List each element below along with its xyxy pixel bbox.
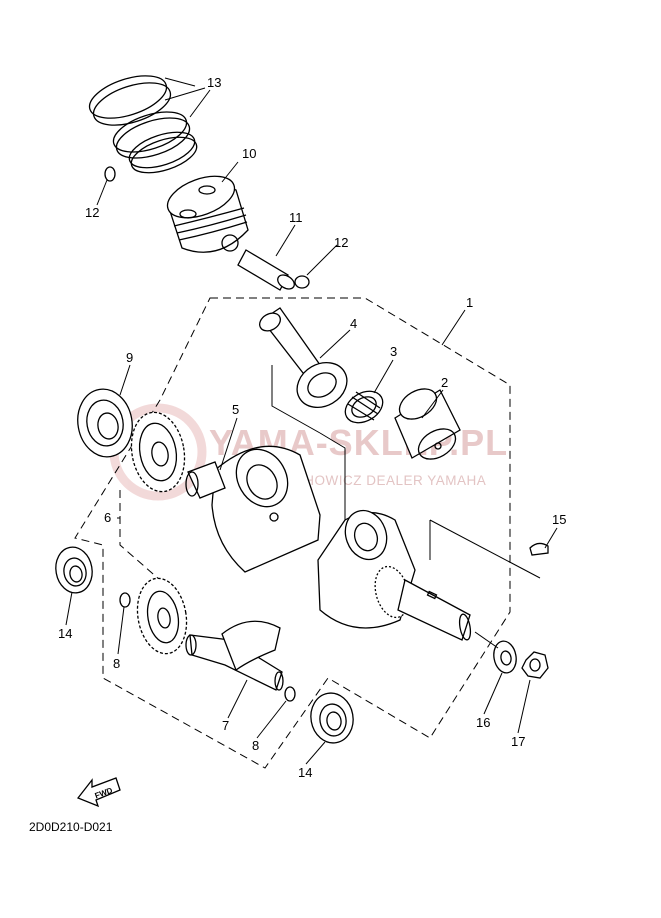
assembly-boundary-6 — [119, 490, 161, 581]
callout-4: 4 — [350, 316, 357, 331]
callout-6: 6 — [104, 510, 111, 525]
primary-drive-gear — [130, 411, 186, 493]
balancer-bearing — [310, 692, 354, 744]
leader-lines — [65, 77, 558, 765]
callout-14-left: 14 — [58, 626, 72, 641]
callout-12-right: 12 — [334, 235, 348, 250]
diagram-code: 2D0D210-D021 — [29, 820, 113, 834]
piston-pin-clip-left — [104, 166, 116, 182]
callout-2: 2 — [441, 375, 448, 390]
callout-13: 13 — [207, 75, 221, 90]
callout-14-right: 14 — [298, 765, 312, 780]
piston — [166, 175, 249, 253]
crank-bearing-upper — [77, 388, 133, 458]
crankshaft-left-half — [185, 445, 321, 573]
balancer-shaft — [185, 620, 284, 691]
fwd-arrow-icon: FWD — [76, 777, 121, 808]
callout-8-right: 8 — [252, 738, 259, 753]
crankshaft-right-half — [317, 509, 472, 641]
callout-7: 7 — [222, 718, 229, 733]
connecting-rod — [259, 307, 348, 409]
callout-5: 5 — [232, 402, 239, 417]
plain-washer — [493, 640, 517, 674]
flange-nut — [521, 651, 549, 679]
callout-17: 17 — [511, 734, 525, 749]
callout-15: 15 — [552, 512, 566, 527]
callout-9: 9 — [126, 350, 133, 365]
callout-1: 1 — [466, 295, 473, 310]
woodruff-key — [529, 542, 549, 556]
piston-pin — [237, 249, 295, 291]
callout-labels: 13 10 12 11 12 1 4 3 2 9 5 6 15 14 8 7 8… — [58, 75, 566, 780]
callout-3: 3 — [390, 344, 397, 359]
needle-bearing — [344, 390, 384, 424]
callout-10: 10 — [242, 146, 256, 161]
piston-ring-set — [88, 75, 198, 174]
callout-8-left: 8 — [113, 656, 120, 671]
callout-16: 16 — [476, 715, 490, 730]
collar-right — [284, 686, 296, 702]
collar-left — [119, 592, 131, 608]
callout-11: 11 — [289, 210, 303, 225]
piston-pin-clip-right — [294, 275, 310, 289]
callout-12-left: 12 — [85, 205, 99, 220]
assembly-boundary-1 — [74, 297, 511, 769]
crank-bearing-left — [55, 546, 93, 594]
balancer-drive-gear — [136, 577, 188, 655]
